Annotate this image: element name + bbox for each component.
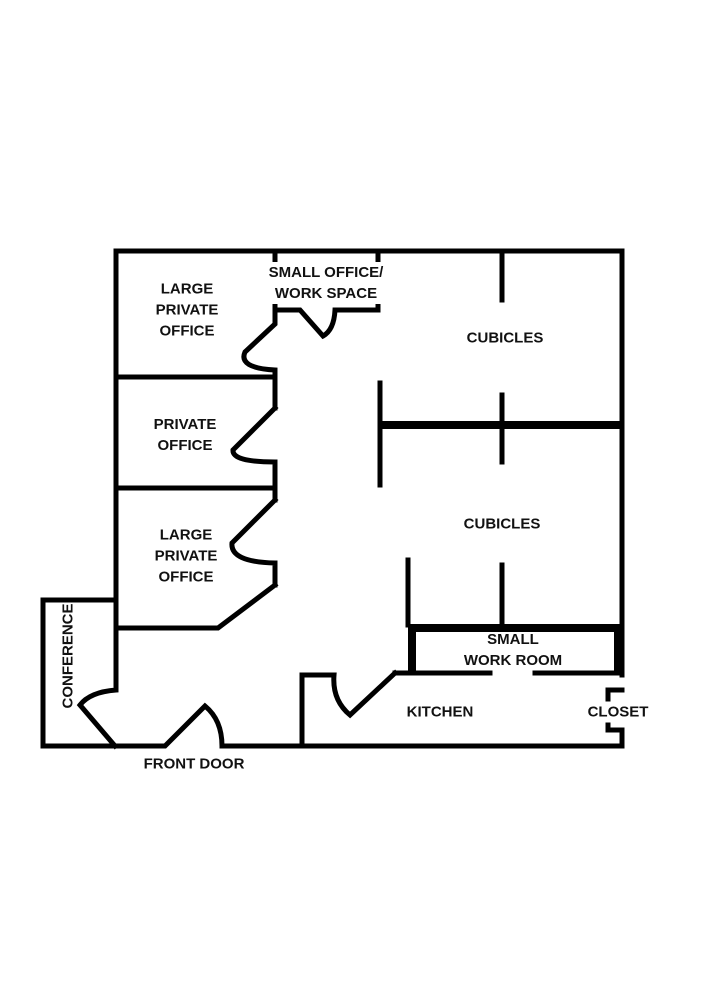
label-line: WORK SPACE (274, 285, 378, 302)
door-private-office (230, 404, 279, 503)
room-label-large-private-office-2: LARGE PRIVATE OFFICE (155, 525, 218, 588)
label-line: SMALL OFFICE/ (268, 264, 384, 281)
outer-wall-right-lower (299, 730, 625, 749)
room-label-closet: CLOSET (587, 701, 649, 723)
label-line: WORK ROOM (463, 652, 563, 669)
conference-door (76, 597, 119, 750)
label-line: SMALL (487, 631, 539, 648)
room-label-cubicles-top: CUBICLES (466, 329, 544, 347)
corridor-wall-1 (241, 248, 278, 411)
room-label-private-office: PRIVATE OFFICE (154, 414, 217, 456)
door-large-office-2 (229, 496, 279, 588)
conference-wall (40, 597, 119, 749)
small-office-wall (272, 297, 381, 340)
room-label-large-private-office: LARGE PRIVATE OFFICE (156, 279, 219, 342)
kitchen-wall (299, 669, 399, 749)
label-line: LARGE (159, 526, 213, 544)
outer-wall-top (113, 248, 625, 678)
label-line: OFFICE (157, 437, 213, 454)
room-label-small-office: SMALL OFFICE/ WORK SPACE (268, 262, 384, 304)
label-line: PRIVATE (153, 416, 217, 433)
room-label-kitchen: KITCHEN (406, 703, 474, 721)
room-label-cubicles-bottom: CUBICLES (463, 515, 541, 533)
label-line: PRIVATE (154, 547, 218, 565)
room-label-small-work-room: SMALL WORK ROOM (464, 629, 562, 671)
label-line: LARGE (160, 280, 214, 298)
label-front-door: FRONT DOOR (143, 755, 245, 773)
wall-office-3-bottom (113, 581, 279, 631)
label-line: OFFICE (159, 322, 215, 340)
label-line: PRIVATE (155, 301, 219, 319)
label-line: OFFICE (158, 568, 214, 586)
front-door (113, 702, 305, 749)
room-label-conference: CONFERENCE (59, 603, 77, 709)
